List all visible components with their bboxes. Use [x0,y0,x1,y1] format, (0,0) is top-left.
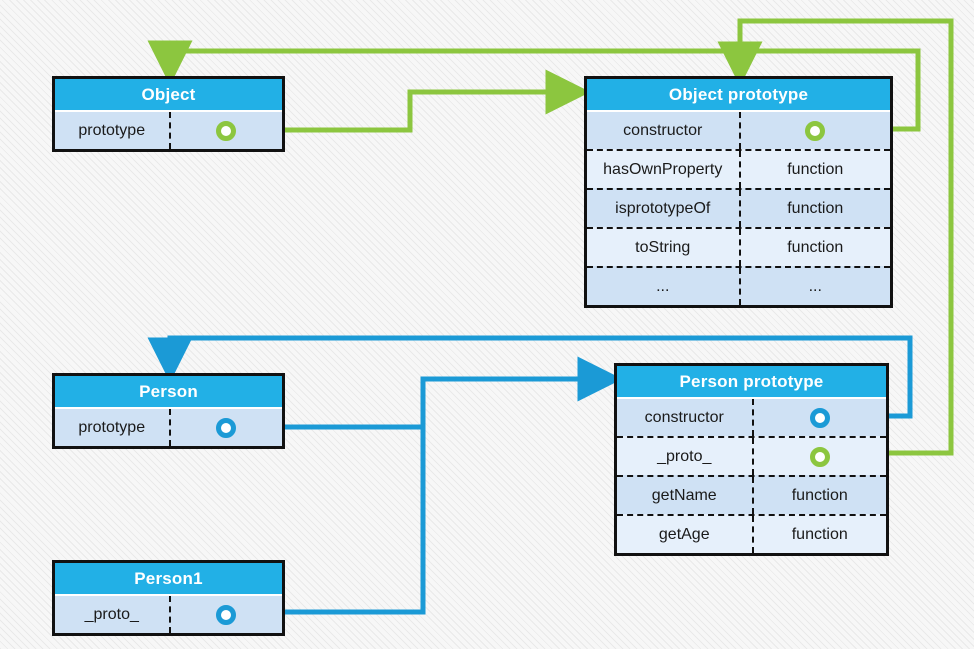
row-value [168,112,283,149]
row-name: constructor [623,121,703,139]
row-name: constructor [644,408,724,426]
row-name: _proto_ [657,447,712,465]
row-value [751,438,887,475]
row-name: hasOwnProperty [603,160,723,178]
port-green-icon[interactable] [805,120,826,141]
row-name: prototype [78,418,146,436]
row-name: prototype [78,121,146,139]
wire-person-prototype-to-person-prototype-box [232,356,623,430]
row-value [168,596,283,633]
box-title-person: Person [55,376,282,409]
row-value: function [738,151,891,188]
port-blue-icon[interactable] [216,604,237,625]
uml-box-object-prototype[interactable]: Object prototype constructor hasOwnPrope… [584,76,893,308]
row-name: getName [651,486,717,504]
table-row[interactable]: ... ... [587,266,890,305]
table-row[interactable]: getName function [617,475,886,514]
table-row[interactable]: isprototypeOf function [587,188,890,227]
row-value: function [738,190,891,227]
port-blue-icon[interactable] [809,407,830,428]
row-value [738,112,891,149]
row-value: function [751,516,887,553]
port-green-icon[interactable] [809,446,830,467]
table-row[interactable]: constructor [587,112,890,149]
table-row[interactable]: _proto_ [55,596,282,633]
row-name: _proto_ [84,605,139,623]
port-blue-icon[interactable] [216,417,237,438]
table-row[interactable]: hasOwnProperty function [587,149,890,188]
row-name: isprototypeOf [615,199,711,217]
port-green-icon[interactable] [216,120,237,141]
table-row[interactable]: getAge function [617,514,886,553]
row-value: ... [738,268,891,305]
row-name: toString [635,238,691,256]
box-title-person1: Person1 [55,563,282,596]
box-title-object: Object [55,79,282,112]
table-row[interactable]: toString function [587,227,890,266]
uml-box-person1[interactable]: Person1 _proto_ [52,560,285,636]
row-value [751,399,887,436]
row-value [168,409,283,446]
table-row[interactable]: _proto_ [617,436,886,475]
table-row[interactable]: constructor [617,399,886,436]
uml-box-person-prototype[interactable]: Person prototype constructor _proto_ get… [614,363,889,556]
table-row[interactable]: prototype [55,409,282,446]
box-title-object-prototype: Object prototype [587,79,890,112]
row-name: ... [656,277,670,295]
row-value: function [751,477,887,514]
uml-box-person[interactable]: Person prototype [52,373,285,449]
row-name: getAge [658,525,710,543]
uml-box-object[interactable]: Object prototype [52,76,285,152]
row-value: function [738,229,891,266]
box-title-person-prototype: Person prototype [617,366,886,399]
table-row[interactable]: prototype [55,112,282,149]
